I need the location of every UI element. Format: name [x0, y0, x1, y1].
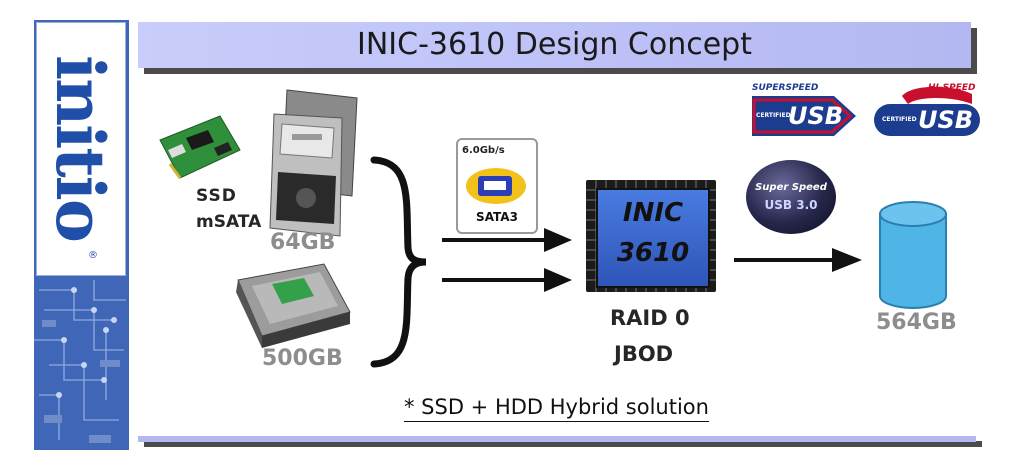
curly-brace: [370, 156, 427, 368]
superspeed-certified-text: CERTIFIED: [756, 112, 791, 119]
initio-logo: initio: [41, 55, 119, 241]
input-arrows: [442, 228, 572, 292]
inic-3610-chip: INIC 3610: [586, 180, 716, 292]
hdd-capacity: 500GB: [262, 346, 343, 371]
chip-die: INIC 3610: [596, 188, 710, 288]
sata-connector-icon: [466, 168, 526, 204]
hispeed-text: HI-SPEED: [928, 83, 976, 93]
msata-label: mSATA: [196, 212, 262, 232]
output-arrow: [734, 248, 862, 272]
hispeed-certified-text: CERTIFIED: [882, 116, 917, 123]
logo-panel: [36, 22, 126, 276]
title-bar: INIC-3610 Design Concept: [138, 22, 971, 68]
msata-ssd-icon: [159, 115, 241, 179]
usb3-superspeed-text: Super Speed: [755, 182, 827, 193]
superspeed-usb-logo: SUPERSPEED CERTIFIED USB: [748, 82, 860, 140]
usb3-version-text: USB 3.0: [764, 198, 818, 212]
usb-hispeed-icon: [874, 86, 980, 136]
bottom-divider: [138, 436, 976, 442]
output-capacity: 564GB: [876, 310, 957, 335]
chip-name-line2: 3610: [616, 238, 690, 268]
ssd-capacity: 64GB: [270, 230, 336, 255]
jbod-label: JBOD: [614, 342, 674, 366]
hdd-drive-icon: [236, 263, 351, 348]
hispeed-usb-logo: HI-SPEED CERTIFIED USB: [872, 82, 982, 140]
superspeed-text: SUPERSPEED: [752, 83, 819, 93]
ssd-label: SSD: [196, 186, 237, 206]
sata3-badge: 6.0Gb/s SATA3: [456, 138, 538, 234]
circuit-board-pattern: [34, 280, 126, 443]
usb-swoosh-icon: [752, 96, 856, 136]
hispeed-usb-text: USB: [918, 106, 974, 134]
sata-speed-label: 6.0Gb/s: [462, 145, 505, 156]
page-title: INIC-3610 Design Concept: [357, 27, 752, 62]
chip-name-line1: INIC: [622, 198, 684, 228]
sata3-label: SATA3: [476, 210, 518, 224]
hybrid-footnote: * SSD + HDD Hybrid solution: [404, 395, 709, 422]
raid0-label: RAID 0: [610, 306, 690, 330]
registered-mark: ®: [88, 250, 98, 261]
ssd-drive-icon: [269, 89, 358, 237]
superspeed-usb-text: USB: [788, 102, 844, 130]
storage-cylinder-icon: [879, 201, 947, 309]
usb3-badge: Super Speed USB 3.0: [746, 160, 836, 234]
